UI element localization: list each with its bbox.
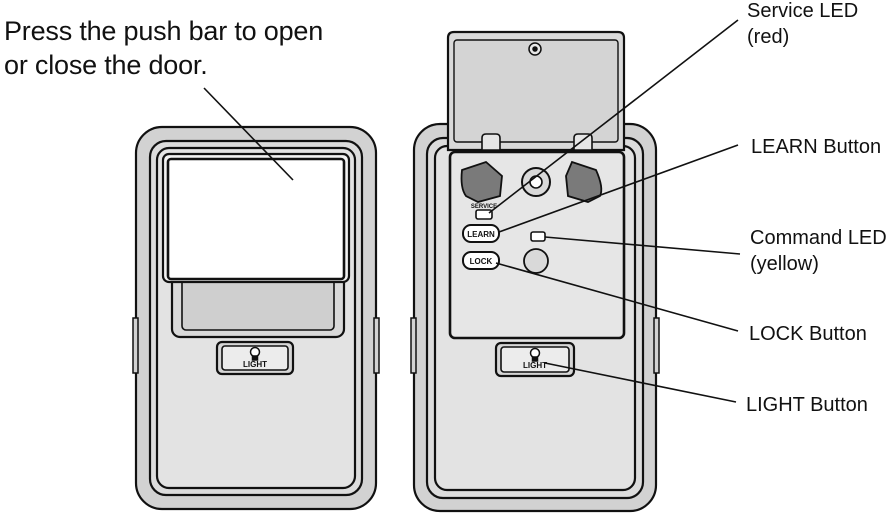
callout-lock-button: LOCK Button: [749, 323, 867, 345]
service-led: [475, 209, 493, 220]
callout-command-led-line-1: Command LED: [750, 227, 887, 249]
callout-service-led-line-1: Service LED: [747, 0, 859, 22]
leader-lock-button: [495, 262, 739, 332]
left-hinge-clip: [481, 133, 501, 151]
left-side-tab-left: [132, 317, 139, 374]
leader-command-led: [544, 236, 741, 255]
flip-cover-inner: [453, 39, 619, 143]
learn-label: LEARN: [467, 230, 495, 239]
push-bar[interactable]: [166, 157, 346, 281]
left-latch: [460, 160, 503, 203]
caption-line-1: Press the push bar to open: [4, 16, 324, 46]
learn-button[interactable]: [462, 224, 500, 243]
leader-light-button: [544, 362, 737, 403]
command-led: [530, 231, 546, 242]
right-side-tab-left: [410, 317, 417, 374]
caption-line-2: or close the door.: [4, 50, 208, 80]
instruction-caption: Press the push bar to open or close the …: [4, 14, 323, 82]
lock-label: LOCK: [470, 257, 493, 266]
screw-icon: [528, 42, 542, 56]
callout-command-led: Command LED (yellow): [750, 225, 887, 277]
service-label: SERVICE: [471, 204, 497, 210]
callout-service-led-line-2: (red): [747, 26, 790, 48]
right-hinge-clip: [573, 133, 593, 151]
leader-lines: [203, 19, 741, 403]
leader-push-bar: [203, 87, 294, 181]
left-control-unit: [132, 125, 380, 511]
left-side-tab-right: [373, 317, 380, 374]
right-latch: [565, 160, 603, 203]
program-indicator-ring: [523, 248, 549, 274]
leader-service-led: [488, 19, 739, 214]
sensor-lens-inner: [529, 175, 543, 189]
left-light-label: LIGHT: [243, 360, 267, 369]
bulb-icon: [249, 346, 261, 361]
callout-service-led: Service LED (red): [747, 0, 858, 50]
callout-light-button: LIGHT Button: [746, 394, 868, 416]
leader-learn-button: [498, 144, 739, 233]
callout-learn-button: LEARN Button: [751, 136, 882, 158]
bulb-icon: [529, 347, 541, 362]
callout-command-led-line-2: (yellow): [750, 253, 819, 275]
lock-button[interactable]: [462, 251, 500, 270]
right-side-tab-right: [653, 317, 660, 374]
right-control-unit: [410, 30, 660, 513]
right-light-label: LIGHT: [523, 361, 547, 370]
